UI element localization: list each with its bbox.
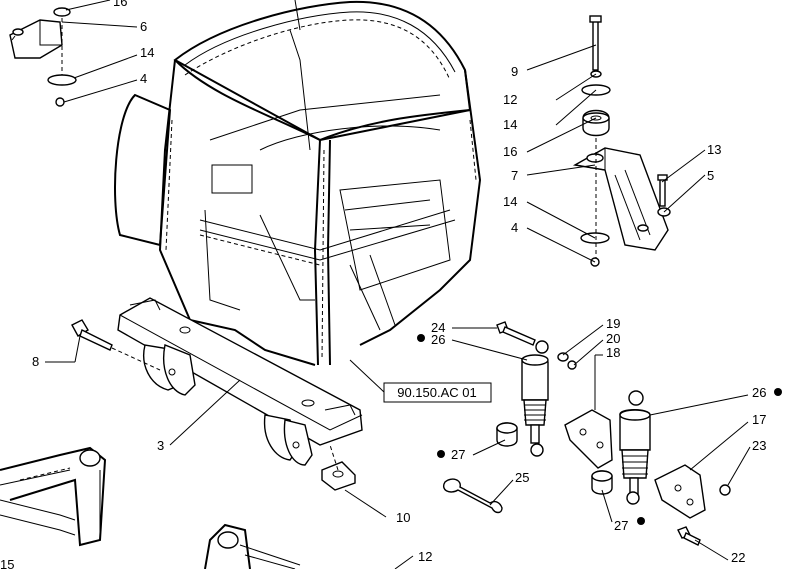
callout-14-left: 14 xyxy=(140,45,154,60)
callout-15: 15 xyxy=(0,557,14,569)
callout-12-bottom: 12 xyxy=(418,549,432,564)
callout-14-right-top: 14 xyxy=(503,117,517,132)
callout-9: 9 xyxy=(511,64,518,79)
callout-16-top: 16 xyxy=(113,0,127,9)
callout-10: 10 xyxy=(396,510,410,525)
callout-22: 22 xyxy=(731,550,745,565)
callout-26-left: 26 xyxy=(431,332,445,347)
shock-absorber-right xyxy=(564,390,731,546)
callout-27-left: 27 xyxy=(451,447,465,462)
cross-beam xyxy=(117,297,363,466)
callout-20: 20 xyxy=(606,331,620,346)
callout-6: 6 xyxy=(140,19,147,34)
shock-absorber-left xyxy=(496,321,577,457)
callout-18: 18 xyxy=(606,345,620,360)
right-mount-assembly xyxy=(572,15,671,267)
callout-26-right: 26 xyxy=(752,385,766,400)
reference-box: 90.150.AC 01 xyxy=(383,382,492,403)
lower-frame-left xyxy=(0,446,107,547)
callout-4-left: 4 xyxy=(140,71,147,86)
callout-4-right: 4 xyxy=(511,220,518,235)
callout-8: 8 xyxy=(32,354,39,369)
callout-23: 23 xyxy=(752,438,766,453)
callout-25: 25 xyxy=(515,470,529,485)
callout-labels: 16 6 14 4 9 12 14 16 13 7 5 14 4 8 3 10 … xyxy=(0,0,766,569)
bullet-markers xyxy=(417,334,782,525)
callout-3: 3 xyxy=(157,438,164,453)
callout-24: 24 xyxy=(431,320,445,335)
part-10 xyxy=(321,444,356,491)
callout-17: 17 xyxy=(752,412,766,427)
callout-19: 19 xyxy=(606,316,620,331)
bolt-8 xyxy=(71,319,161,371)
lower-frame-center xyxy=(204,523,301,569)
cab-frame xyxy=(114,0,482,366)
reference-box-label: 90.150.AC 01 xyxy=(397,385,477,400)
callout-5: 5 xyxy=(707,168,714,183)
callout-7: 7 xyxy=(511,168,518,183)
callout-12-right: 12 xyxy=(503,92,517,107)
callout-14-right-bottom: 14 xyxy=(503,194,517,209)
wrench-25 xyxy=(443,478,503,514)
leader-lines xyxy=(11,0,751,569)
callout-27-right: 27 xyxy=(614,518,628,533)
callout-16-right: 16 xyxy=(503,144,517,159)
callout-13: 13 xyxy=(707,142,721,157)
